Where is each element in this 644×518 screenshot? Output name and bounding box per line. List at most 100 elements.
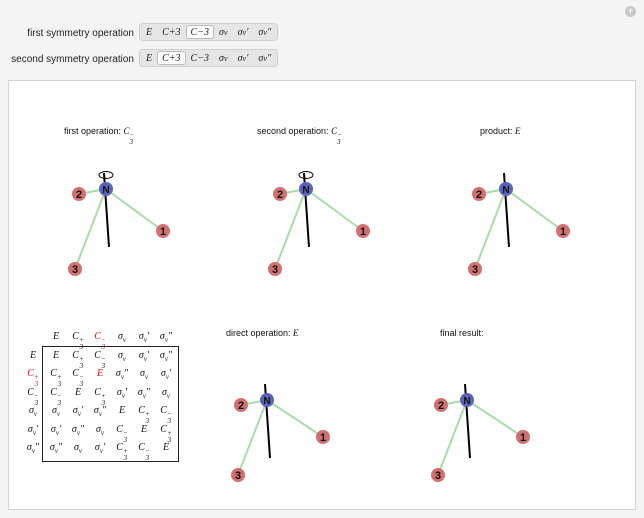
hydrogen-atom-2 <box>72 187 86 201</box>
bond-line <box>474 188 507 270</box>
bond-line <box>274 188 307 270</box>
molecule-product: N 1 2 3 <box>468 172 570 276</box>
hydrogen-label-3: 3 <box>72 264 78 276</box>
table-row-label: σv" <box>26 442 40 455</box>
hydrogen-atom-1 <box>556 224 570 238</box>
first-option-2[interactable]: C−3 <box>185 25 214 39</box>
table-cell: σv" <box>159 349 173 363</box>
hydrogen-atom-2 <box>273 187 287 201</box>
hydrogen-label-3: 3 <box>472 264 478 276</box>
table-cell: σv" <box>49 442 63 455</box>
second-option-2[interactable]: C−3 <box>190 52 209 64</box>
table-cell: E <box>140 423 148 435</box>
bond-line <box>437 399 468 476</box>
hydrogen-label-1: 1 <box>560 226 566 238</box>
bond-line <box>505 188 564 232</box>
table-cell: σv <box>51 405 61 418</box>
table-header-cell: E <box>52 331 60 342</box>
hydrogen-label-2: 2 <box>476 189 482 201</box>
table-cell: E <box>162 442 170 453</box>
table-header-cell: C−3 <box>94 331 106 351</box>
final-result-title: final result: <box>440 328 484 338</box>
nitrogen-label: N <box>263 396 270 407</box>
table-cell: E <box>74 386 82 398</box>
nitrogen-atom <box>99 182 113 196</box>
add-icon[interactable]: + <box>625 6 636 17</box>
hydrogen-atom-2 <box>434 398 448 412</box>
table-cell: σv <box>139 368 149 381</box>
hydrogen-atom-3 <box>431 468 445 482</box>
table-header-cell: σv" <box>159 331 173 344</box>
second-operation-label: second symmetry operation <box>11 54 134 65</box>
table-cell: C+3 <box>50 368 62 388</box>
first-option-1[interactable]: C+3 <box>162 26 181 38</box>
second-option-0[interactable]: E <box>146 52 153 64</box>
table-cell: σv' <box>160 368 172 381</box>
table-cell: σv <box>73 442 83 455</box>
table-cell: E <box>52 349 60 361</box>
table-cell: C+3 <box>94 386 106 407</box>
hydrogen-atom-1 <box>356 224 370 238</box>
table-cell: σv <box>161 386 171 400</box>
second-option-1[interactable]: C+3 <box>157 51 186 65</box>
bond-line <box>105 188 164 232</box>
nitrogen-atom <box>460 393 474 407</box>
hydrogen-label-1: 1 <box>160 226 166 238</box>
table-row-label: σv' <box>27 423 39 437</box>
hydrogen-atom-2 <box>234 398 248 412</box>
hydrogen-label-1: 1 <box>320 432 326 444</box>
table-cell: C−3 <box>116 423 128 444</box>
bond-line <box>237 399 268 476</box>
table-cell: σv' <box>94 442 106 455</box>
hydrogen-label-1: 1 <box>520 432 526 444</box>
second-operation-title: second operation: C−3 <box>257 126 342 146</box>
table-cell: σv <box>117 349 127 363</box>
table-cell: C+3 <box>160 423 172 444</box>
hydrogen-atom-3 <box>231 468 245 482</box>
hydrogen-label-2: 2 <box>438 400 444 412</box>
table-cell: σv' <box>50 423 62 437</box>
table-cell: C+3 <box>138 405 150 425</box>
table-cell: σv" <box>93 405 107 418</box>
table-cell: C−3 <box>72 368 84 388</box>
molecule-direct-operation: N 1 2 3 <box>231 383 330 482</box>
bond-line <box>74 188 107 270</box>
hydrogen-label-3: 3 <box>435 470 441 482</box>
hydrogen-label-2: 2 <box>238 400 244 412</box>
nitrogen-atom <box>499 182 513 196</box>
hydrogen-atom-3 <box>268 262 282 276</box>
bond-line <box>266 399 324 438</box>
table-cell: σv' <box>72 405 84 418</box>
table-cell: C−3 <box>50 386 62 407</box>
table-header-cell: C+3 <box>72 331 84 351</box>
table-cell: C−3 <box>94 349 106 370</box>
nitrogen-label: N <box>502 185 509 196</box>
product-title: product: E <box>480 126 521 136</box>
rotation-icon <box>98 171 114 179</box>
nitrogen-label: N <box>302 185 309 196</box>
direct-operation-title: direct operation: E <box>226 328 299 338</box>
hydrogen-label-3: 3 <box>272 264 278 276</box>
hydrogen-atom-1 <box>316 430 330 444</box>
hydrogen-label-3: 3 <box>235 470 241 482</box>
hydrogen-atom-1 <box>156 224 170 238</box>
first-option-0[interactable]: E <box>146 26 153 38</box>
rotation-icon <box>298 171 314 179</box>
nitrogen-atom <box>260 393 274 407</box>
nitrogen-atom <box>299 182 313 196</box>
hydrogen-label-2: 2 <box>76 189 82 201</box>
first-operation-title: first operation: C−3 <box>64 126 135 146</box>
table-cell: C−3 <box>138 442 150 462</box>
table-header-cell: σv' <box>138 331 150 344</box>
